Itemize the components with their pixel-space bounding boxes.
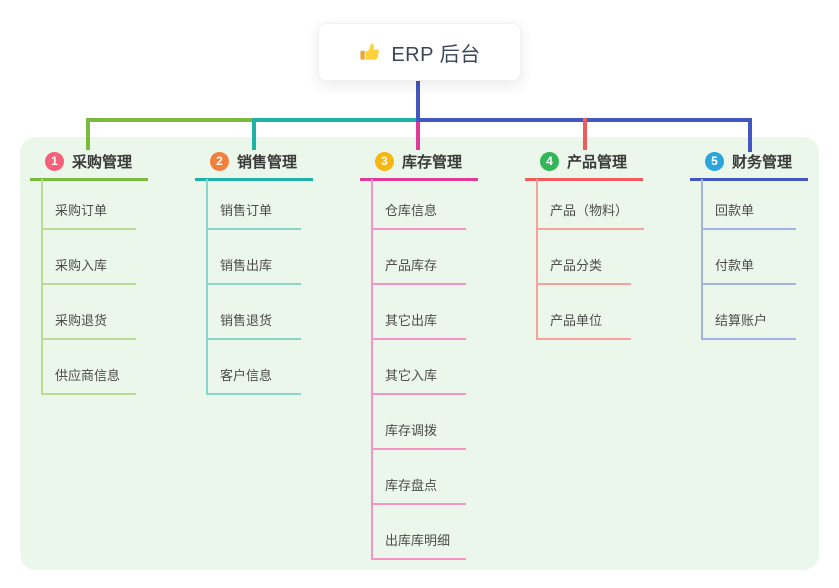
child-node[interactable]: 采购退货: [41, 312, 136, 340]
connector-bus-left: [86, 118, 254, 122]
child-node[interactable]: 回款单: [701, 202, 796, 230]
child-node[interactable]: 产品单位: [536, 312, 631, 340]
branch-1-trunk-line: [41, 179, 43, 395]
child-node[interactable]: 采购入库: [41, 257, 136, 285]
child-node[interactable]: 库存盘点: [371, 477, 466, 505]
branch-number-badge: 4: [540, 152, 559, 171]
branch-label: 库存管理: [402, 154, 463, 171]
branch-label: 产品管理: [567, 154, 628, 171]
root-node[interactable]: ERP 后台: [318, 23, 521, 81]
thumbs-up-icon: [358, 41, 381, 64]
branch-number-badge: 1: [45, 152, 64, 171]
child-node[interactable]: 客户信息: [206, 367, 301, 395]
branch-3-trunk-line: [371, 179, 373, 560]
child-node[interactable]: 库存调拨: [371, 422, 466, 450]
child-node[interactable]: 其它入库: [371, 367, 466, 395]
connector-drop-branch-4: [583, 118, 587, 150]
connector-drop-branch-1: [86, 118, 90, 150]
branch-node-4[interactable]: 4 产品管理: [525, 151, 643, 181]
branch-node-3[interactable]: 3 库存管理: [360, 151, 478, 181]
connector-bus-mid: [252, 118, 418, 122]
branch-2-trunk-line: [206, 179, 208, 395]
branch-label: 采购管理: [72, 154, 133, 171]
child-node[interactable]: 其它出库: [371, 312, 466, 340]
child-node[interactable]: 销售出库: [206, 257, 301, 285]
branch-label: 销售管理: [237, 154, 298, 171]
branch-5-trunk-line: [701, 179, 703, 340]
branch-node-2[interactable]: 2 销售管理: [195, 151, 313, 181]
branch-node-5[interactable]: 5 财务管理: [690, 151, 808, 181]
child-node[interactable]: 结算账户: [701, 312, 796, 340]
child-node[interactable]: 仓库信息: [371, 202, 466, 230]
branch-label: 财务管理: [732, 154, 793, 171]
child-node[interactable]: 出库库明细: [371, 532, 467, 560]
child-node[interactable]: 供应商信息: [41, 367, 137, 395]
child-node[interactable]: 采购订单: [41, 202, 136, 230]
root-title: ERP 后台: [391, 43, 481, 66]
child-node[interactable]: 销售退货: [206, 312, 301, 340]
child-node[interactable]: 产品分类: [536, 257, 631, 285]
child-node[interactable]: 付款单: [701, 257, 796, 285]
branch-number-badge: 2: [210, 152, 229, 171]
connector-drop-branch-5: [748, 118, 752, 152]
branch-4-trunk-line: [536, 179, 538, 340]
connector-drop-branch-3: [416, 122, 420, 150]
branch-number-badge: 5: [705, 152, 724, 171]
branches-panel: [20, 137, 819, 570]
connector-drop-branch-2: [252, 118, 256, 150]
child-node[interactable]: 销售订单: [206, 202, 301, 230]
child-node[interactable]: 产品（物料）: [536, 202, 645, 230]
branch-number-badge: 3: [375, 152, 394, 171]
branch-node-1[interactable]: 1 采购管理: [30, 151, 148, 181]
connector-root-vertical: [416, 81, 420, 122]
child-node[interactable]: 产品库存: [371, 257, 466, 285]
